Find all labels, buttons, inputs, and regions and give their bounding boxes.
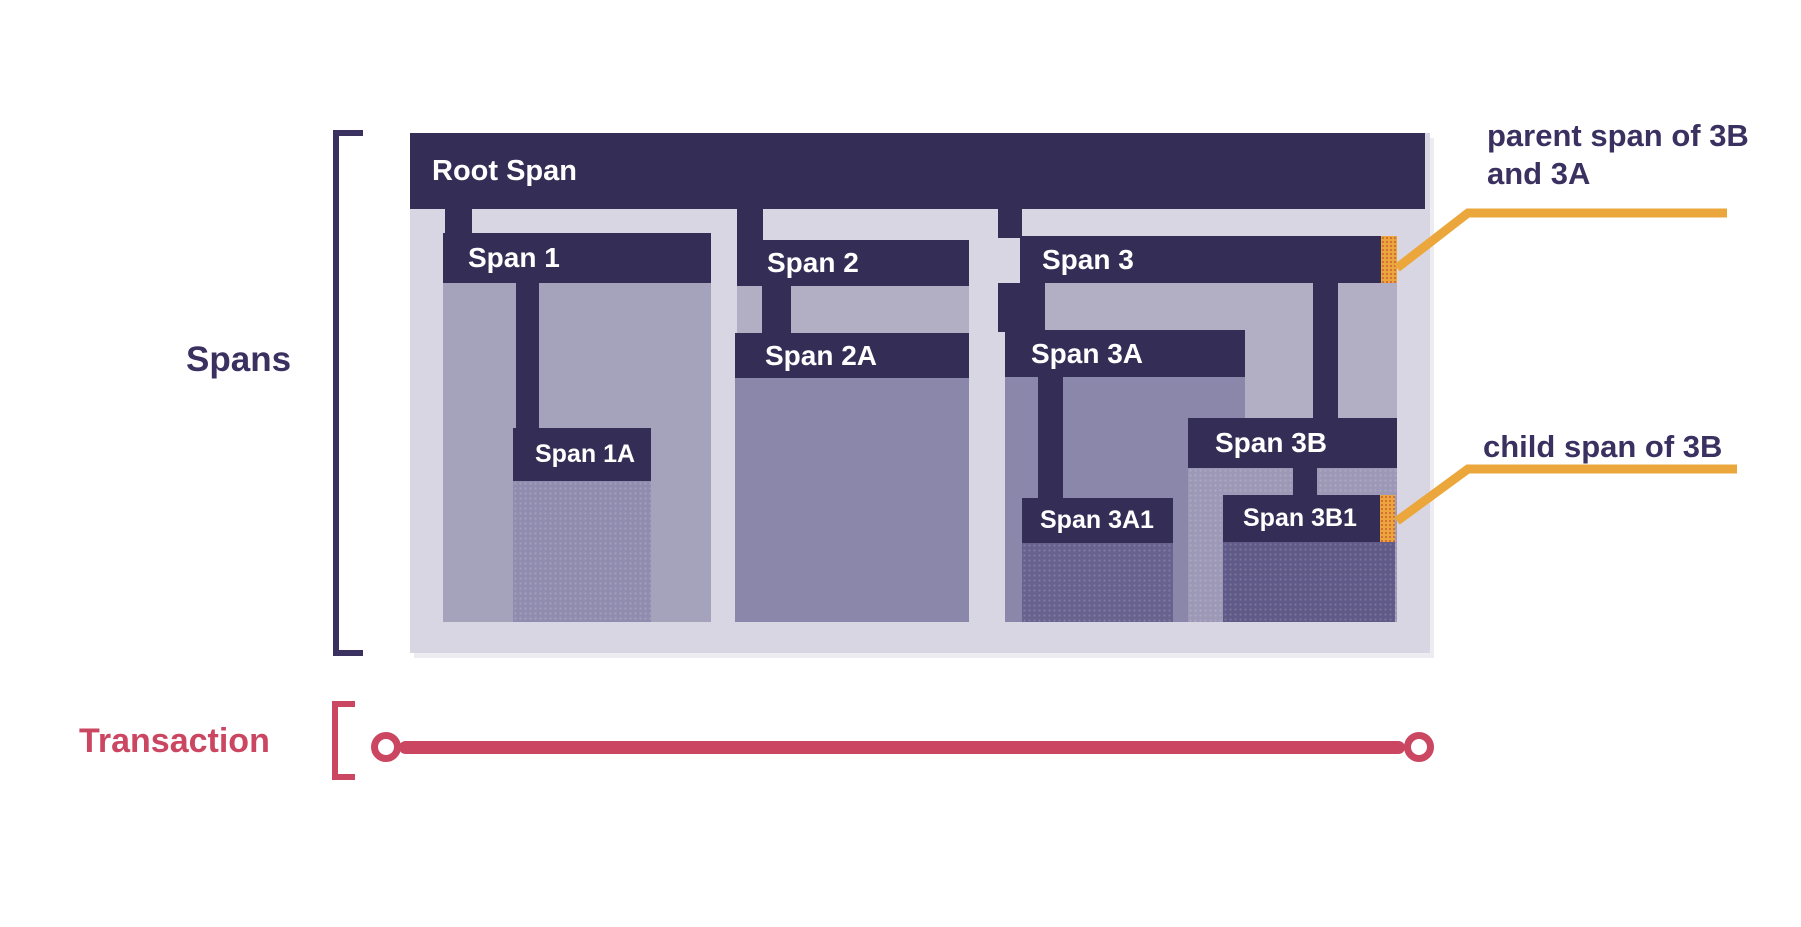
span3b1-duration [1223, 542, 1395, 622]
child-span-annotation: child span of 3B [1483, 429, 1723, 464]
span3-label: Span 3 [1042, 243, 1134, 275]
transaction-timeline [399, 741, 1405, 754]
child-annotation-line [1394, 464, 1737, 525]
connector-span2-to-span2a [762, 286, 791, 333]
span1a-bar: Span 1A [513, 428, 651, 481]
span1-label: Span 1 [468, 242, 560, 273]
span1a-duration [513, 481, 651, 622]
spans-label: Spans [186, 340, 292, 379]
span2a-duration [735, 378, 969, 622]
span2-bar: Span 2 [737, 240, 969, 286]
span3a1-bar: Span 3A1 [1022, 498, 1173, 543]
span3b-label: Span 3B [1215, 427, 1328, 458]
connector-root-to-span1 [445, 209, 472, 235]
parent-span-annotation: parent span of 3B and 3A [1487, 118, 1749, 191]
span3a-label: Span 3A [1031, 337, 1144, 369]
span3-bar: Span 3 [1020, 236, 1397, 283]
span3a-bar: Span 3A [1005, 330, 1245, 377]
span3a1-duration [1022, 543, 1173, 622]
timeline-end-point [1404, 732, 1434, 762]
span3b1-label: Span 3B1 [1243, 504, 1357, 532]
span1a-label: Span 1A [535, 440, 636, 468]
span3a1-label: Span 3A1 [1040, 506, 1154, 534]
parent-annotation-line [1394, 208, 1727, 272]
root-span-label: Root Span [432, 154, 577, 187]
transaction-bracket [332, 701, 355, 780]
connector-span1-to-span1a [516, 283, 539, 428]
timeline-start-point [371, 732, 401, 762]
span1-bar: Span 1 [443, 233, 711, 283]
connector-root-to-span2 [737, 209, 763, 240]
span3-parent-marker [1381, 236, 1397, 283]
connector-span3b-to-span3b1 [1293, 468, 1317, 495]
span3b1-child-marker [1380, 495, 1395, 542]
connector-span3-to-span3b [1313, 283, 1338, 418]
root-span-bar: Root Span [410, 133, 1425, 209]
span3b-bar: Span 3B [1188, 418, 1397, 468]
connector-span3a-to-span3a1 [1038, 377, 1063, 498]
span2a-bar: Span 2A [735, 333, 969, 378]
spans-bracket [333, 130, 363, 656]
connector-span3-to-span3a [998, 283, 1045, 332]
span3b1-bar: Span 3B1 [1223, 495, 1395, 542]
connector-root-to-span3 [998, 209, 1022, 238]
span2a-label: Span 2A [765, 339, 878, 371]
transaction-label: Transaction [79, 722, 270, 760]
span2-label: Span 2 [767, 247, 859, 278]
